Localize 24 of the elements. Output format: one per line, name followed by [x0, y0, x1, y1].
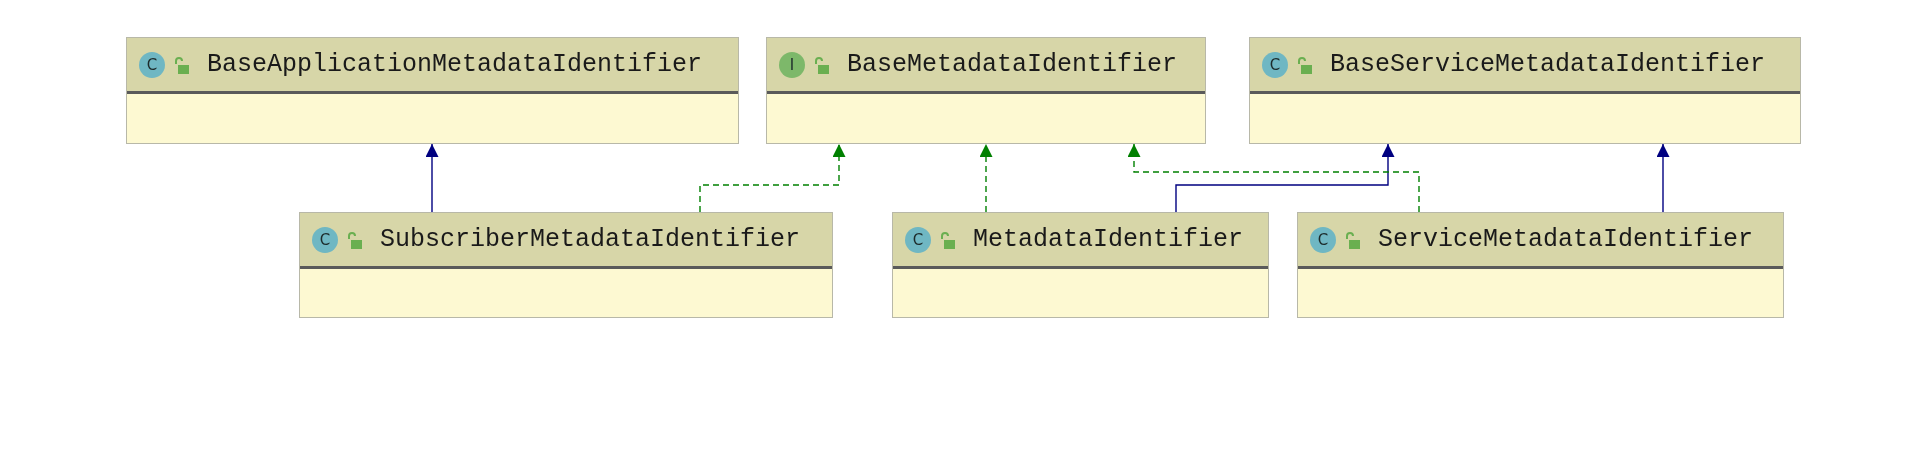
- dashed-arrow: [699, 143, 846, 213]
- arrow: [1175, 143, 1395, 213]
- class-type-badge: C: [1310, 226, 1336, 253]
- class-type-badge: C: [312, 226, 338, 253]
- arrow: [1656, 143, 1670, 213]
- class-box: [1297, 212, 1784, 318]
- dashed-arrow: [1127, 143, 1420, 213]
- dashed-arrow: [979, 143, 993, 213]
- class-name: BaseServiceMetadataIdentifier: [1330, 50, 1766, 79]
- class-name: BaseMetadataIdentifier: [847, 50, 1178, 79]
- class-box: [892, 212, 1269, 318]
- class-type-badge: C: [905, 226, 931, 253]
- class-type-badge: C: [139, 51, 165, 78]
- arrow: [425, 143, 439, 213]
- class-type-badge: C: [1262, 51, 1288, 78]
- class-box: [1249, 37, 1801, 144]
- class-type-badge: I: [779, 51, 805, 78]
- class-name: ServiceMetadataIdentifier: [1378, 225, 1754, 254]
- class-box: [299, 212, 833, 318]
- class-name: BaseApplicationMetadataIdentifier: [207, 50, 703, 79]
- class-box: [766, 37, 1206, 144]
- class-name: SubscriberMetadataIdentifier: [380, 225, 801, 254]
- class-name: MetadataIdentifier: [973, 225, 1244, 254]
- class-box: [126, 37, 739, 144]
